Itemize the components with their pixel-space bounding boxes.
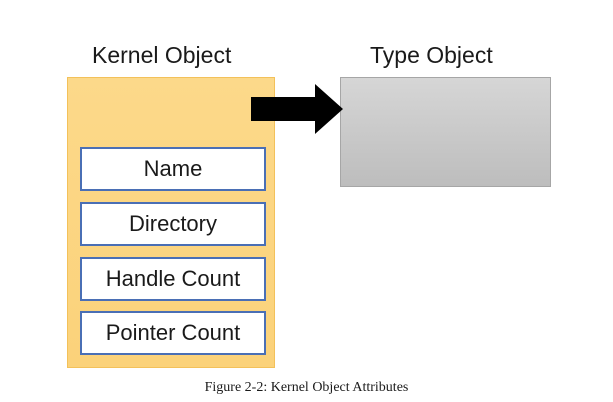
kernel-object-box: Name Directory Handle Count Pointer Coun… — [67, 77, 275, 368]
kernel-object-title: Kernel Object — [92, 42, 232, 68]
type-object-box — [340, 77, 551, 187]
figure-caption: Figure 2-2: Kernel Object Attributes — [204, 380, 409, 395]
pointer-arrow — [251, 84, 343, 134]
field-pointer-count: Pointer Count — [80, 311, 266, 355]
field-name: Name — [80, 147, 266, 191]
field-handle-count: Handle Count — [80, 257, 266, 301]
field-directory: Directory — [80, 202, 266, 246]
type-object-title: Type Object — [370, 42, 493, 68]
pointer-arrow-shape — [251, 84, 343, 134]
